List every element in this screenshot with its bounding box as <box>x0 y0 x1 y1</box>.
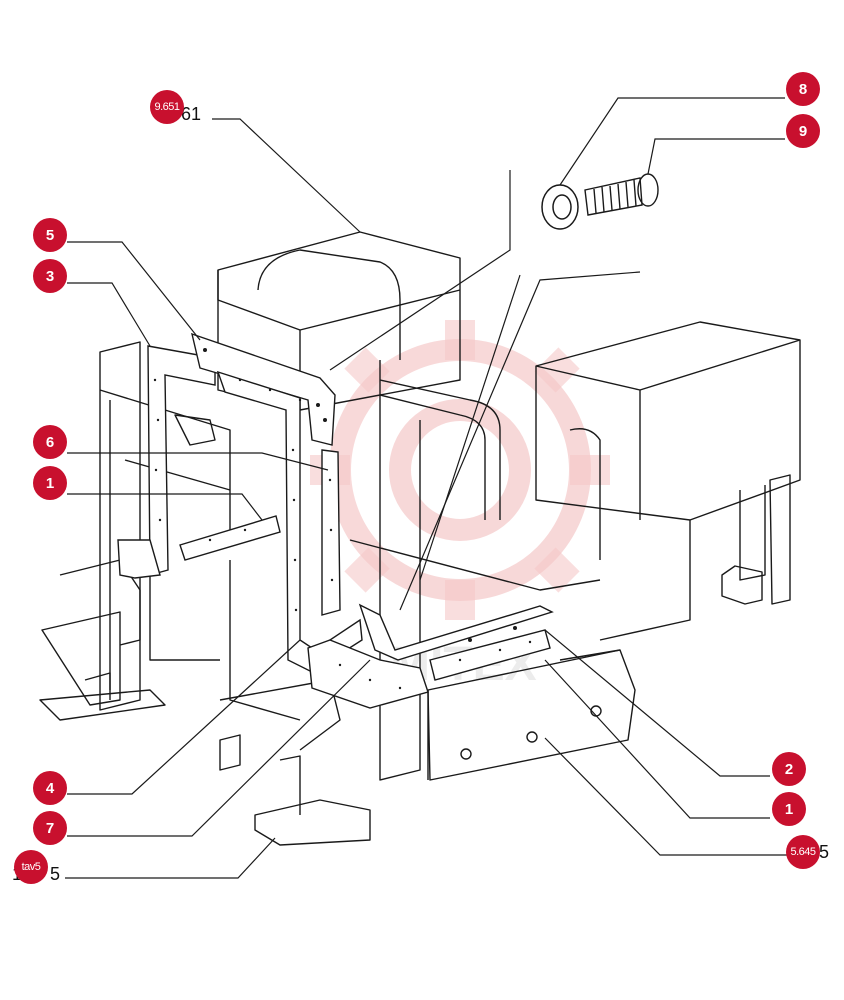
leader-lines <box>65 97 790 879</box>
callout-3[interactable]: 3 <box>33 259 67 293</box>
bracket-2 <box>358 603 554 661</box>
callout-8[interactable]: 8 <box>786 72 820 106</box>
callout-9[interactable]: 9 <box>786 114 820 148</box>
gasket-texture <box>153 348 532 690</box>
gasket-strip-1-right <box>429 629 551 681</box>
callout-ref-bottom-left[interactable]: tav5 <box>14 850 48 884</box>
gasket-parts <box>117 332 554 709</box>
gasket-piece-6 <box>321 449 341 616</box>
callout-ref-bottom-right[interactable]: 5.645 <box>786 835 820 869</box>
ref-text-bottom-right-suffix: 5 <box>819 842 830 862</box>
ref-text-bottom-left-suffix: 5 <box>50 864 61 884</box>
callout-4[interactable]: 4 <box>33 771 67 805</box>
callout-ref-top[interactable]: 9.651 <box>150 90 184 124</box>
ref-text-top: 61 <box>181 104 202 124</box>
callout-1-right[interactable]: 1 <box>772 792 806 826</box>
callout-7[interactable]: 7 <box>33 811 67 845</box>
gasket-frame-4 <box>216 370 363 673</box>
washer-part-8 <box>541 184 579 230</box>
gasket-strip-1-left <box>179 515 281 561</box>
screw-part-9 <box>584 173 659 216</box>
callout-5[interactable]: 5 <box>33 218 67 252</box>
callout-6[interactable]: 6 <box>33 425 67 459</box>
callout-1-left[interactable]: 1 <box>33 466 67 500</box>
bracket-left <box>117 539 161 579</box>
callout-2[interactable]: 2 <box>772 752 806 786</box>
